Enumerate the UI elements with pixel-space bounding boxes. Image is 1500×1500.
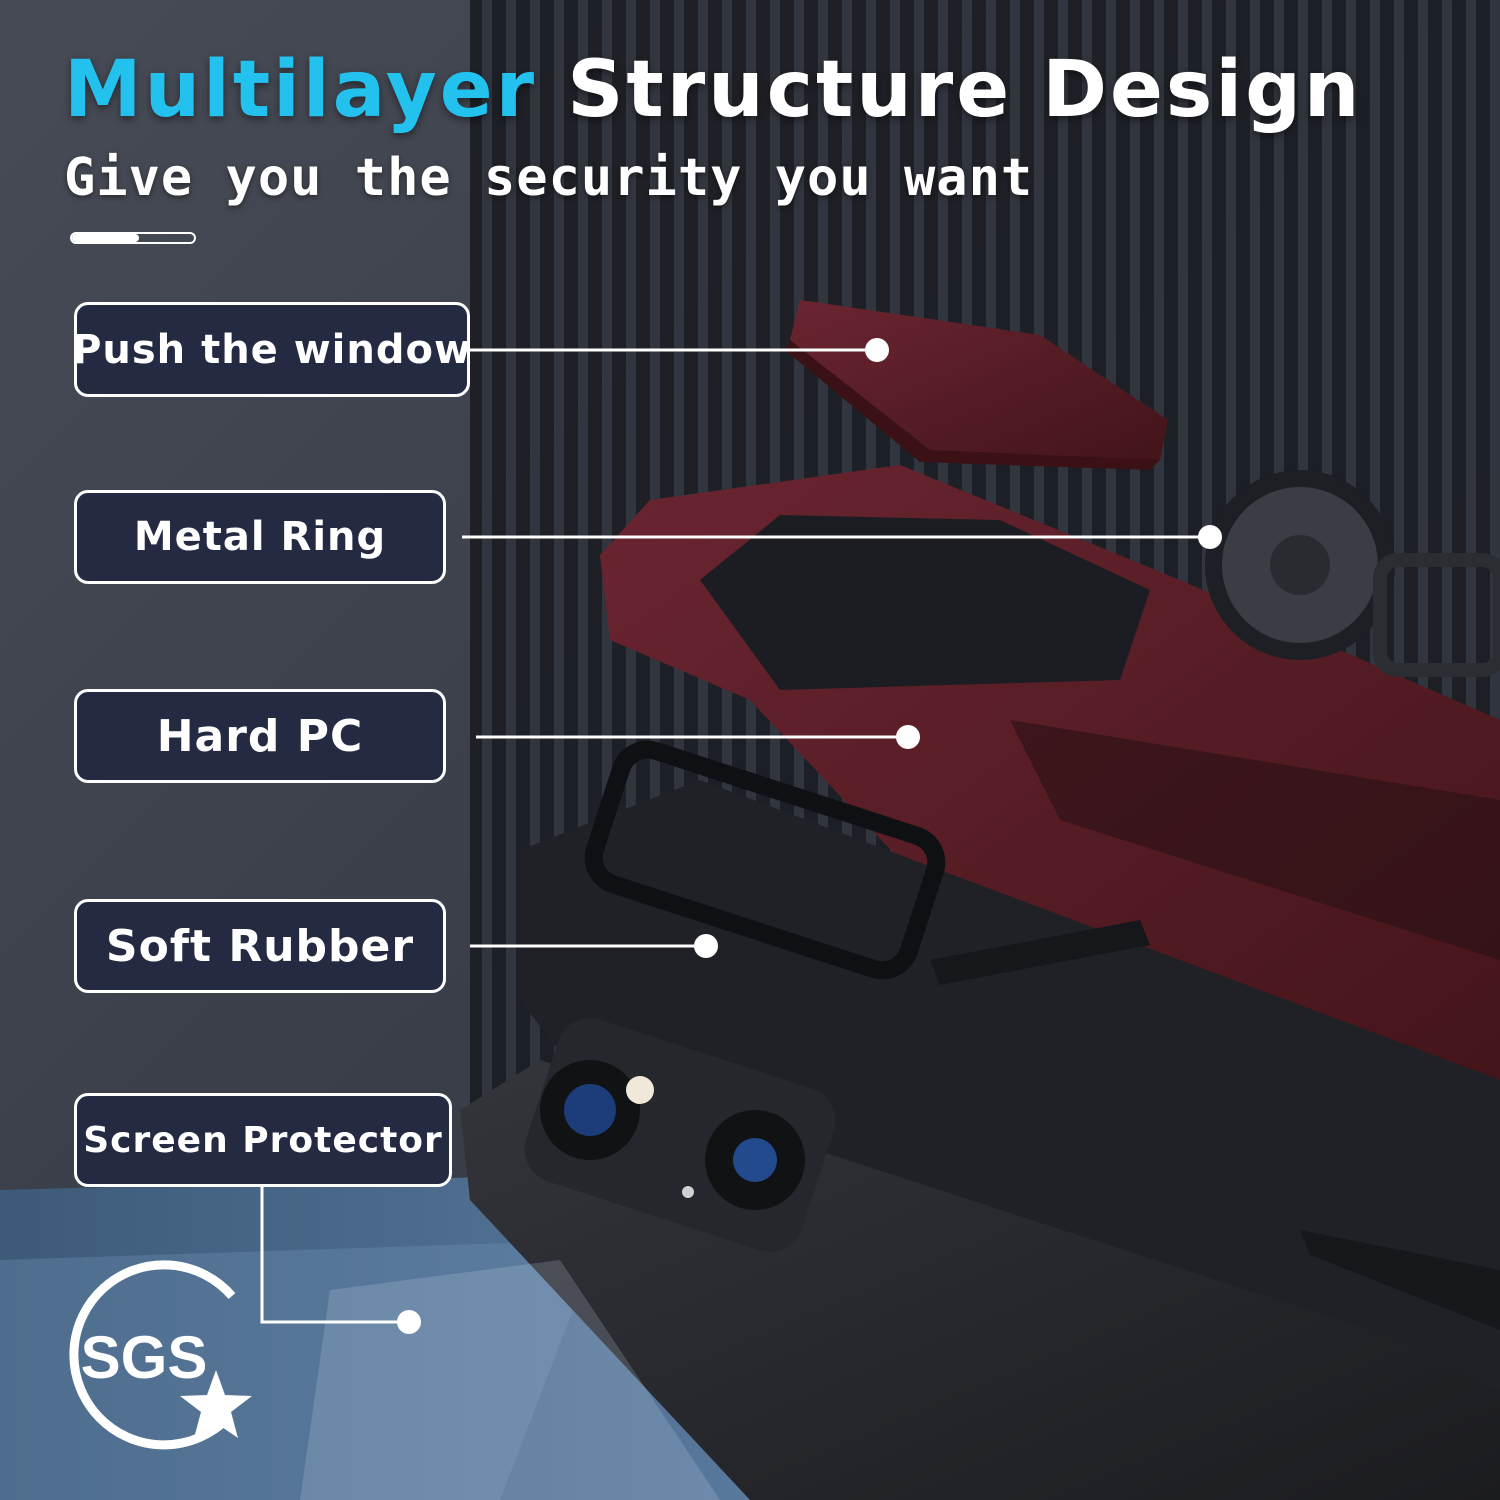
headline-rest: Structure Design xyxy=(567,45,1363,135)
headline-accent: Multilayer xyxy=(64,45,538,135)
label-text: Screen Protector xyxy=(83,1119,443,1161)
label-push-the-window: Push the window xyxy=(72,302,472,397)
label-screen-protector: Screen Protector xyxy=(74,1093,452,1187)
label-text: Soft Rubber xyxy=(105,920,415,972)
progress-fill xyxy=(72,234,140,242)
progress-bar xyxy=(70,232,196,244)
phone-illustration xyxy=(460,740,1500,1500)
metal-ring-illustration xyxy=(1205,470,1500,677)
headline: Multilayer Structure Design xyxy=(64,45,1363,135)
label-metal-ring: Metal Ring xyxy=(74,490,446,584)
label-hard-pc: Hard PC xyxy=(74,689,446,783)
label-text: Metal Ring xyxy=(133,514,387,560)
label-soft-rubber: Soft Rubber xyxy=(74,899,446,993)
subheadline: Give you the security you want xyxy=(64,148,1034,208)
label-text: Push the window xyxy=(72,326,472,373)
label-text: Hard PC xyxy=(156,710,364,762)
